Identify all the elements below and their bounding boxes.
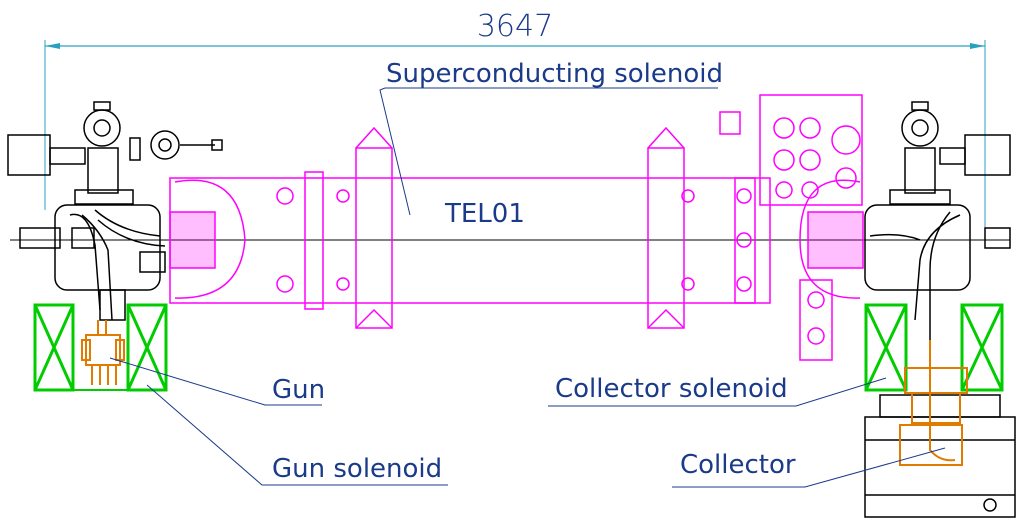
collector-solenoid-coils [864,303,1004,392]
collector-body [899,340,968,466]
left-vacuum-assembly [7,101,223,321]
label-collector: Collector [680,450,796,480]
label-superconducting-solenoid: Superconducting solenoid [386,59,723,89]
superconducting-solenoid-body [169,94,864,361]
right-vacuum-assembly [864,101,1016,518]
dimension-value: 3647 [477,9,553,44]
label-device-id: TEL01 [444,199,525,229]
electron-gun [81,320,125,385]
label-gun-solenoid: Gun solenoid [272,454,442,484]
label-gun: Gun [272,375,325,405]
annotations: Superconducting solenoid TEL01 Gun Gun s… [109,59,946,488]
dimension-annotation: 3647 [44,9,986,235]
label-collector-solenoid: Collector solenoid [555,374,788,404]
left-gun-solenoid-coils [33,303,168,392]
